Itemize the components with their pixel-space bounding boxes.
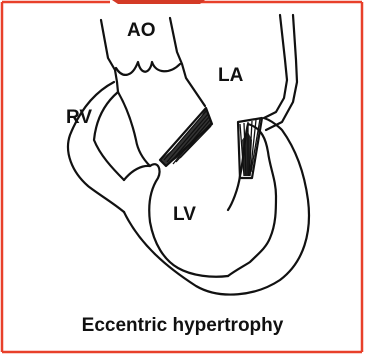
rv-outer-wall (68, 82, 124, 212)
border-frame (2, 2, 362, 352)
lv-outer-wall (124, 118, 309, 295)
label-left-atrium: LA (218, 66, 243, 85)
aorta-right-wall (170, 18, 205, 106)
aortic-valve-cusps (116, 62, 180, 75)
rv-inner-wall (94, 92, 124, 180)
label-left-ventricle: LV (173, 205, 196, 224)
aorta-left-wall (101, 20, 118, 92)
anterior-leaflet-fill (160, 108, 212, 166)
left-atrium-outer-wall (264, 15, 287, 118)
aortic-root-to-septum (118, 92, 150, 166)
label-aorta: AO (127, 21, 156, 40)
label-right-ventricle: RV (66, 108, 92, 127)
figure-caption: Eccentric hypertrophy (0, 316, 365, 335)
top-smudge (112, 0, 205, 4)
lv-inner-wall (228, 124, 276, 276)
